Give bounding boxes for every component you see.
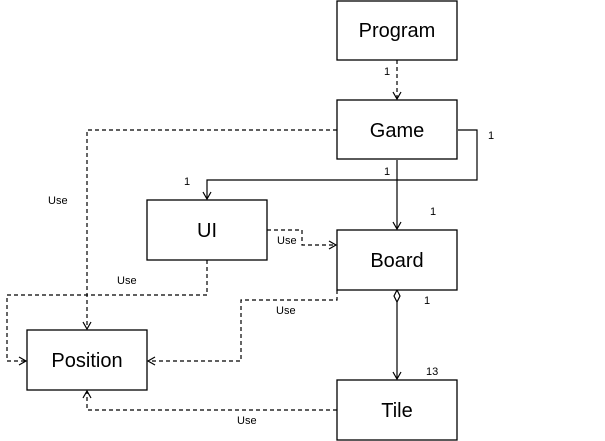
edge-game-ui <box>202 179 397 201</box>
class-position-label: Position <box>51 350 122 372</box>
class-tile-label: Tile <box>381 400 412 422</box>
class-tile[interactable]: Tile <box>336 379 458 441</box>
class-ui-label: UI <box>197 220 217 242</box>
edge-game-board <box>392 160 402 231</box>
label-game-board-target-multiplicity: 1 <box>430 206 436 218</box>
edge-game-position <box>82 129 337 331</box>
label-game-ui-multiplicity: 1 <box>184 176 190 188</box>
class-ui[interactable]: UI <box>146 199 268 261</box>
class-board[interactable]: Board <box>336 229 458 291</box>
label-ui-board-use: Use <box>277 235 297 247</box>
edge-game-self-loop <box>397 129 478 181</box>
class-game-label: Game <box>370 120 424 142</box>
label-tile-position-use: Use <box>237 415 257 427</box>
edge-board-tile <box>392 288 402 381</box>
label-ui-position-use: Use <box>117 275 137 287</box>
edge-tile-position <box>82 389 337 411</box>
label-game-board-source-multiplicity: 1 <box>384 166 390 178</box>
label-game-self-multiplicity: 1 <box>488 130 494 142</box>
edge-board-position <box>146 290 338 366</box>
class-program-label: Program <box>359 20 436 42</box>
edge-ui-board <box>267 229 338 250</box>
class-program[interactable]: Program <box>336 0 458 61</box>
label-board-position-use: Use <box>276 305 296 317</box>
label-board-tile-source-multiplicity: 1 <box>424 295 430 307</box>
edge-ui-position <box>6 260 208 366</box>
class-position[interactable]: Position <box>26 329 148 391</box>
class-game[interactable]: Game <box>336 99 458 160</box>
class-board-label: Board <box>370 250 423 272</box>
edge-program-game <box>392 60 402 101</box>
label-game-position-use: Use <box>48 195 68 207</box>
label-program-game-multiplicity: 1 <box>384 66 390 78</box>
label-board-tile-target-multiplicity: 13 <box>426 366 438 378</box>
